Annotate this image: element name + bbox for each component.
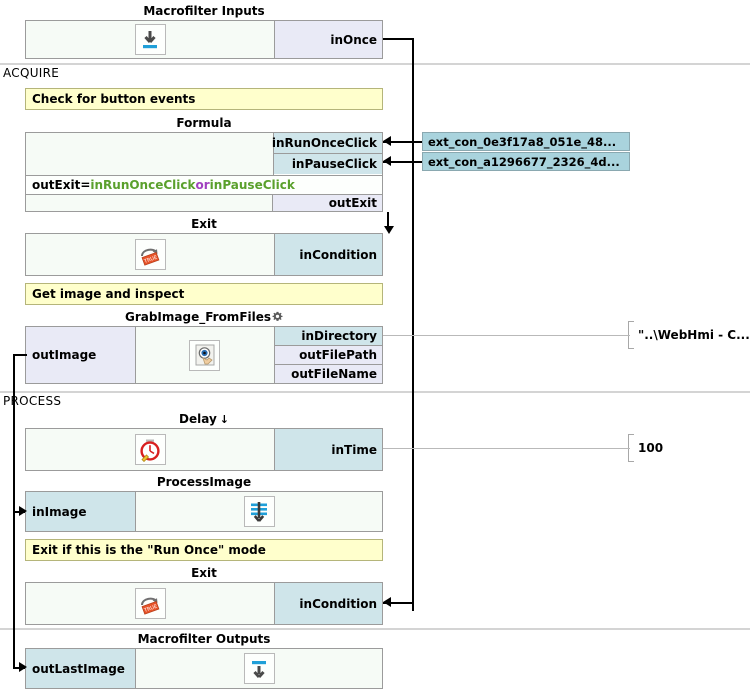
port-inPauseClick[interactable]: inPauseClick	[274, 154, 382, 174]
formula-operand-1: inRunOnceClick	[90, 178, 196, 192]
wire-outImage-left	[13, 354, 27, 356]
literal-directory-value: "..\WebHmi - C...	[638, 328, 750, 342]
exit-process-block[interactable]: TRUE inCondition	[25, 582, 383, 625]
port-outLastImage[interactable]: outLastImage	[26, 649, 136, 688]
port-inCondition-process[interactable]: inCondition	[275, 583, 382, 624]
macrofilter-output-icon	[243, 653, 275, 684]
literal-delay-value: 100	[638, 441, 664, 455]
macrofilter-inputs-block[interactable]: inOnce	[25, 20, 383, 59]
macrofilter-input-icon	[134, 24, 166, 55]
arrow-into-inPauseClick	[383, 156, 391, 166]
grab-image-title-text: GrabImage_FromFiles	[124, 310, 272, 324]
exit-acquire-icon-cell: TRUE	[26, 234, 274, 275]
macrofilter-inputs-title: Macrofilter Inputs	[143, 4, 265, 18]
ext-con-pause[interactable]: ext_con_a1296677_2326_4d...	[422, 152, 630, 171]
exit-true-icon: TRUE	[134, 588, 166, 619]
clock-icon	[134, 434, 166, 465]
comment-check-button-events: Check for button events	[25, 88, 383, 110]
svg-text:TRUE: TRUE	[143, 254, 159, 265]
separator-process-outputs	[0, 628, 750, 630]
svg-text:TRUE: TRUE	[143, 603, 159, 614]
literal-delay-time[interactable]: 100	[628, 434, 664, 462]
exit-true-icon: TRUE	[134, 239, 166, 270]
port-inRunOnceClick[interactable]: inRunOnceClick	[272, 133, 382, 154]
grab-image-icon	[189, 339, 221, 371]
macrofilter-outputs-block[interactable]: outLastImage	[25, 648, 383, 689]
section-label-process: PROCESS	[3, 394, 62, 408]
wire-inDirectory-literal	[383, 335, 630, 336]
arrow-into-inImage	[19, 506, 27, 516]
exit-acquire-ports: inCondition	[274, 234, 382, 275]
grab-image-block[interactable]: outImage inDirectory outFilePath outFile…	[25, 326, 383, 384]
process-image-icon-cell	[136, 492, 382, 531]
wire-inOnce-out	[383, 38, 414, 40]
port-outImage[interactable]: outImage	[26, 327, 136, 383]
delay-block[interactable]: inTime	[25, 428, 383, 471]
macrofilter-inputs-icon-cell	[26, 21, 274, 58]
port-inTime[interactable]: inTime	[275, 429, 382, 470]
wire-trunk-to-exit-process	[383, 602, 414, 604]
delay-title: Delay↓	[25, 412, 383, 427]
port-outFilePath[interactable]: outFilePath	[274, 346, 382, 365]
wire-ext-pause	[383, 161, 422, 163]
delay-icon-cell	[26, 429, 274, 470]
gear-icon[interactable]	[272, 311, 283, 325]
separator-acquire-process	[0, 391, 750, 393]
wire-trunk-right	[412, 38, 414, 611]
ext-con-run-once[interactable]: ext_con_0e3f17a8_051e_48...	[422, 132, 630, 151]
port-inCondition-acquire[interactable]: inCondition	[275, 234, 382, 275]
port-inImage[interactable]: inImage	[26, 492, 136, 531]
macrofilter-outputs-icon-cell	[136, 649, 382, 688]
formula-lhs: outExit	[32, 178, 81, 192]
grab-image-ports: inDirectory outFilePath outFileName	[273, 327, 382, 383]
formula-block[interactable]: inRunOnceClick inPauseClick outExit = in…	[25, 132, 383, 212]
exit-acquire-block[interactable]: TRUE inCondition	[25, 233, 383, 276]
wire-outExit-down	[387, 212, 389, 228]
delay-ports: inTime	[274, 429, 382, 470]
port-outExit[interactable]: outExit	[273, 195, 382, 211]
port-inOnce[interactable]: inOnce	[275, 21, 382, 58]
wire-ext-run-once	[383, 141, 422, 143]
process-image-title: ProcessImage	[156, 475, 252, 489]
formula-expression-row[interactable]: outExit = inRunOnceClick or inPauseClick	[26, 175, 382, 195]
exit-process-title: Exit	[191, 566, 217, 580]
arrow-into-exit-condition	[384, 226, 394, 234]
literal-directory[interactable]: "..\WebHmi - C...	[628, 321, 750, 349]
process-image-block[interactable]: inImage	[25, 491, 383, 532]
formula-input-ports: inRunOnceClick inPauseClick	[272, 133, 382, 175]
macrofilter-outputs-title: Macrofilter Outputs	[137, 632, 271, 646]
formula-operand-2: inPauseClick	[209, 178, 295, 192]
formula-output-spacer	[26, 195, 273, 211]
formula-equals: =	[80, 178, 91, 192]
grab-image-icon-cell	[135, 327, 274, 383]
port-outFileName[interactable]: outFileName	[274, 365, 382, 383]
delay-title-text: Delay	[179, 412, 217, 426]
comment-get-image-and-inspect: Get image and inspect	[25, 283, 383, 305]
exit-process-ports: inCondition	[274, 583, 382, 624]
comment-exit-run-once: Exit if this is the "Run Once" mode	[25, 539, 383, 561]
exit-acquire-title: Exit	[191, 217, 217, 231]
formula-title: Formula	[176, 116, 232, 130]
exit-process-icon-cell: TRUE	[26, 583, 274, 624]
process-image-icon	[243, 496, 275, 527]
port-inDirectory[interactable]: inDirectory	[274, 327, 382, 346]
arrow-down-icon: ↓	[219, 413, 229, 426]
separator-inputs-acquire	[0, 63, 750, 65]
section-label-acquire: ACQUIRE	[3, 66, 60, 80]
arrow-into-inCondition-process	[383, 597, 391, 607]
formula-operator: or	[195, 178, 210, 192]
arrow-into-outLastImage	[19, 662, 27, 672]
formula-body-cell	[26, 133, 273, 175]
wire-inTime-literal	[383, 448, 630, 449]
arrow-into-inRunOnceClick	[383, 136, 391, 146]
grab-image-title: GrabImage_FromFiles	[25, 310, 383, 325]
macrofilter-inputs-ports: inOnce	[274, 21, 382, 58]
